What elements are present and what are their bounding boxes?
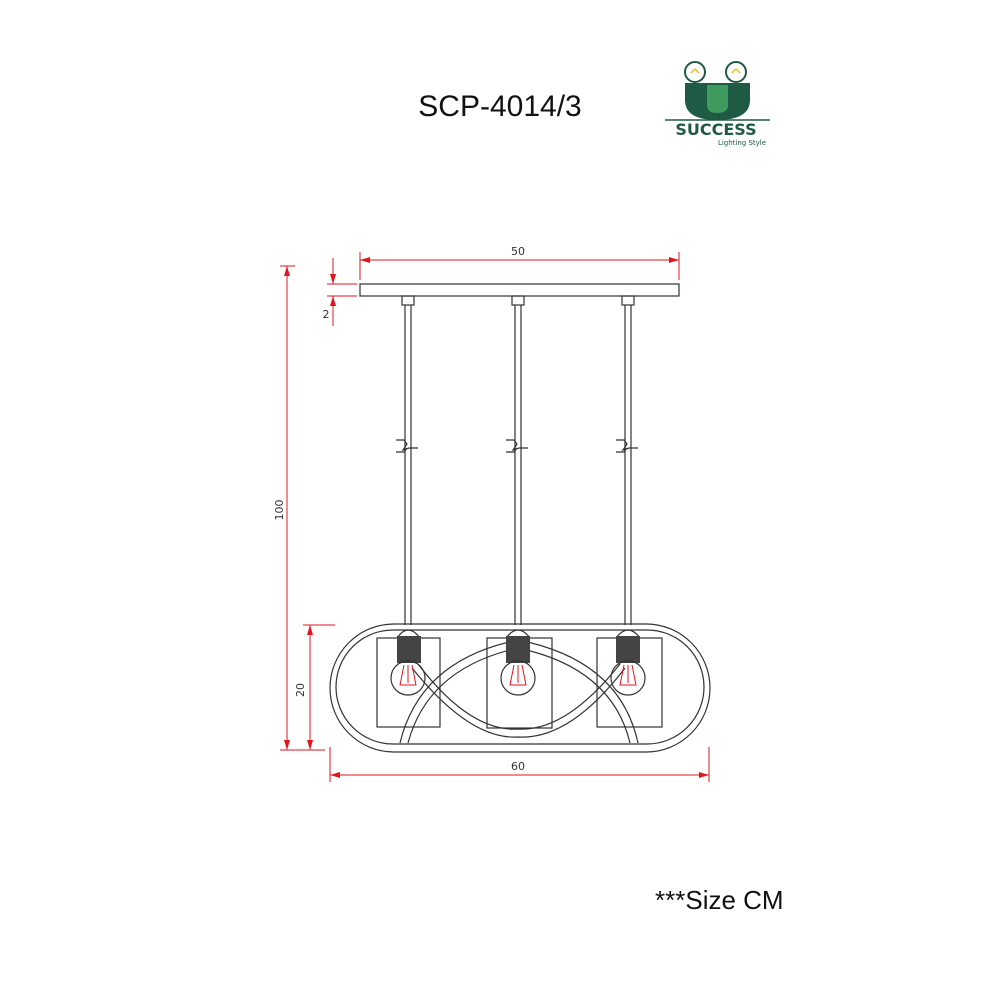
- svg-text:100: 100: [273, 500, 286, 521]
- model-title: SCP-4014/3: [418, 90, 582, 123]
- suspension-rods: [396, 295, 638, 625]
- canopy: [359, 283, 680, 297]
- svg-text:2: 2: [323, 308, 330, 321]
- bulbs-and-sockets: [390, 629, 646, 696]
- brand-logo: SUCCESS Lighting Style: [665, 61, 770, 147]
- svg-text:60: 60: [511, 760, 525, 773]
- dimension-frame-height: 20: [294, 624, 335, 750]
- dimension-total-height: 100: [273, 265, 325, 751]
- size-unit-note: ***Size CM: [655, 885, 784, 915]
- svg-text:Lighting Style: Lighting Style: [718, 139, 766, 147]
- svg-text:20: 20: [294, 683, 307, 697]
- dimension-canopy-height: 2: [323, 258, 357, 326]
- svg-text:SUCCESS: SUCCESS: [675, 120, 756, 139]
- dimension-canopy-width: 50: [359, 245, 680, 280]
- svg-text:50: 50: [511, 245, 525, 258]
- dimension-frame-width: 60: [329, 747, 710, 782]
